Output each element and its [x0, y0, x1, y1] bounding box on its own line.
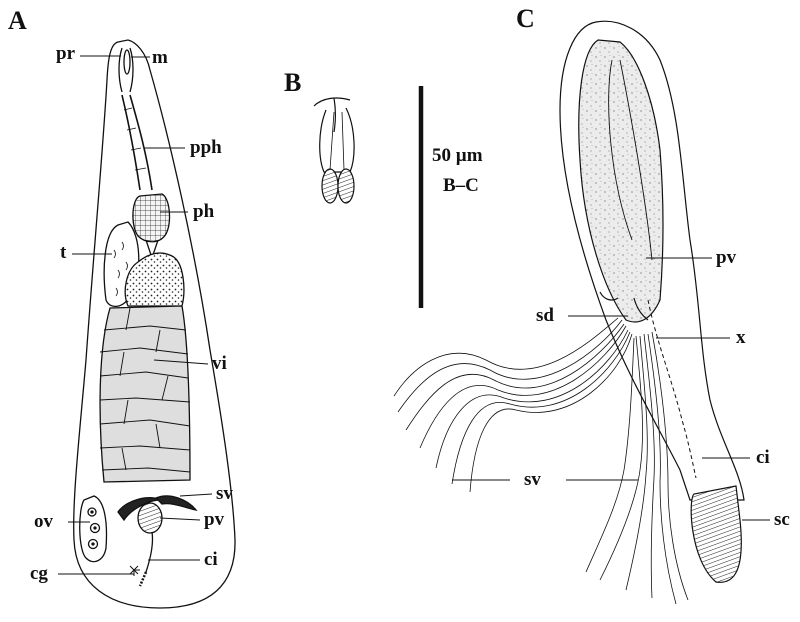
pharynx: [132, 193, 171, 243]
mouth: [123, 49, 131, 75]
leader-lines-a: [58, 55, 213, 575]
label-a-cg: cg: [30, 563, 48, 584]
penis-papilla: [137, 502, 163, 534]
seminal-vesicle-b: [154, 495, 198, 511]
penis-vesicle: [578, 39, 664, 323]
vitellaria-cells: [99, 307, 191, 473]
panel-label-c: C: [516, 4, 535, 33]
proboscis: [118, 47, 134, 93]
label-a-ph: ph: [193, 201, 215, 222]
sperm-duct: [599, 291, 649, 321]
stylet-bulb-right: [337, 168, 355, 204]
label-a-pv: pv: [204, 509, 225, 530]
label-a-ci: ci: [204, 549, 218, 570]
label-a-pr: pr: [56, 43, 75, 64]
label-c-x: x: [736, 327, 746, 348]
cirrus: [138, 571, 148, 587]
panel-a-drawing: [58, 39, 236, 609]
seminal-vesicle-fibers: [393, 317, 689, 605]
panel-label-a: A: [8, 6, 27, 35]
scale-bar-length: 50 µm: [432, 145, 483, 166]
label-c-ci: ci: [756, 447, 770, 468]
cirrus-duct: [145, 531, 154, 573]
stylet-hooks: [313, 97, 351, 133]
stylet-bulb-left: [321, 168, 339, 204]
label-c-sd: sd: [536, 305, 554, 326]
label-a-pph: pph: [190, 137, 222, 158]
body-outline: [73, 39, 236, 609]
vitellaria: [99, 305, 191, 483]
inner-canal: [608, 59, 653, 261]
stylet-body: [319, 107, 355, 173]
label-a-ov: ov: [34, 511, 53, 532]
label-a-m: m: [152, 47, 168, 68]
panel-c-drawing: [393, 20, 770, 605]
prepharynx: [121, 94, 153, 191]
ovary: [79, 495, 108, 563]
label-c-sc: sc: [774, 509, 790, 530]
leader-lines-c: [452, 257, 770, 521]
label-a-vi: vi: [212, 353, 227, 374]
label-c-sv: sv: [524, 469, 541, 490]
label-c-pv: pv: [716, 247, 737, 268]
ejaculatory-channel: [647, 299, 697, 479]
testis-squiggles: [113, 241, 128, 297]
prepharynx-hatch: [123, 107, 147, 171]
panel-label-b: B: [284, 68, 302, 97]
label-a-t: t: [60, 242, 67, 263]
sclerite: [690, 485, 742, 583]
copulatory-gland: [129, 565, 140, 576]
panel-b-drawing: [313, 97, 355, 204]
scale-bar-panels: B–C: [443, 175, 479, 196]
vitelline-mass: [124, 252, 185, 307]
label-a-sv: sv: [216, 483, 233, 504]
